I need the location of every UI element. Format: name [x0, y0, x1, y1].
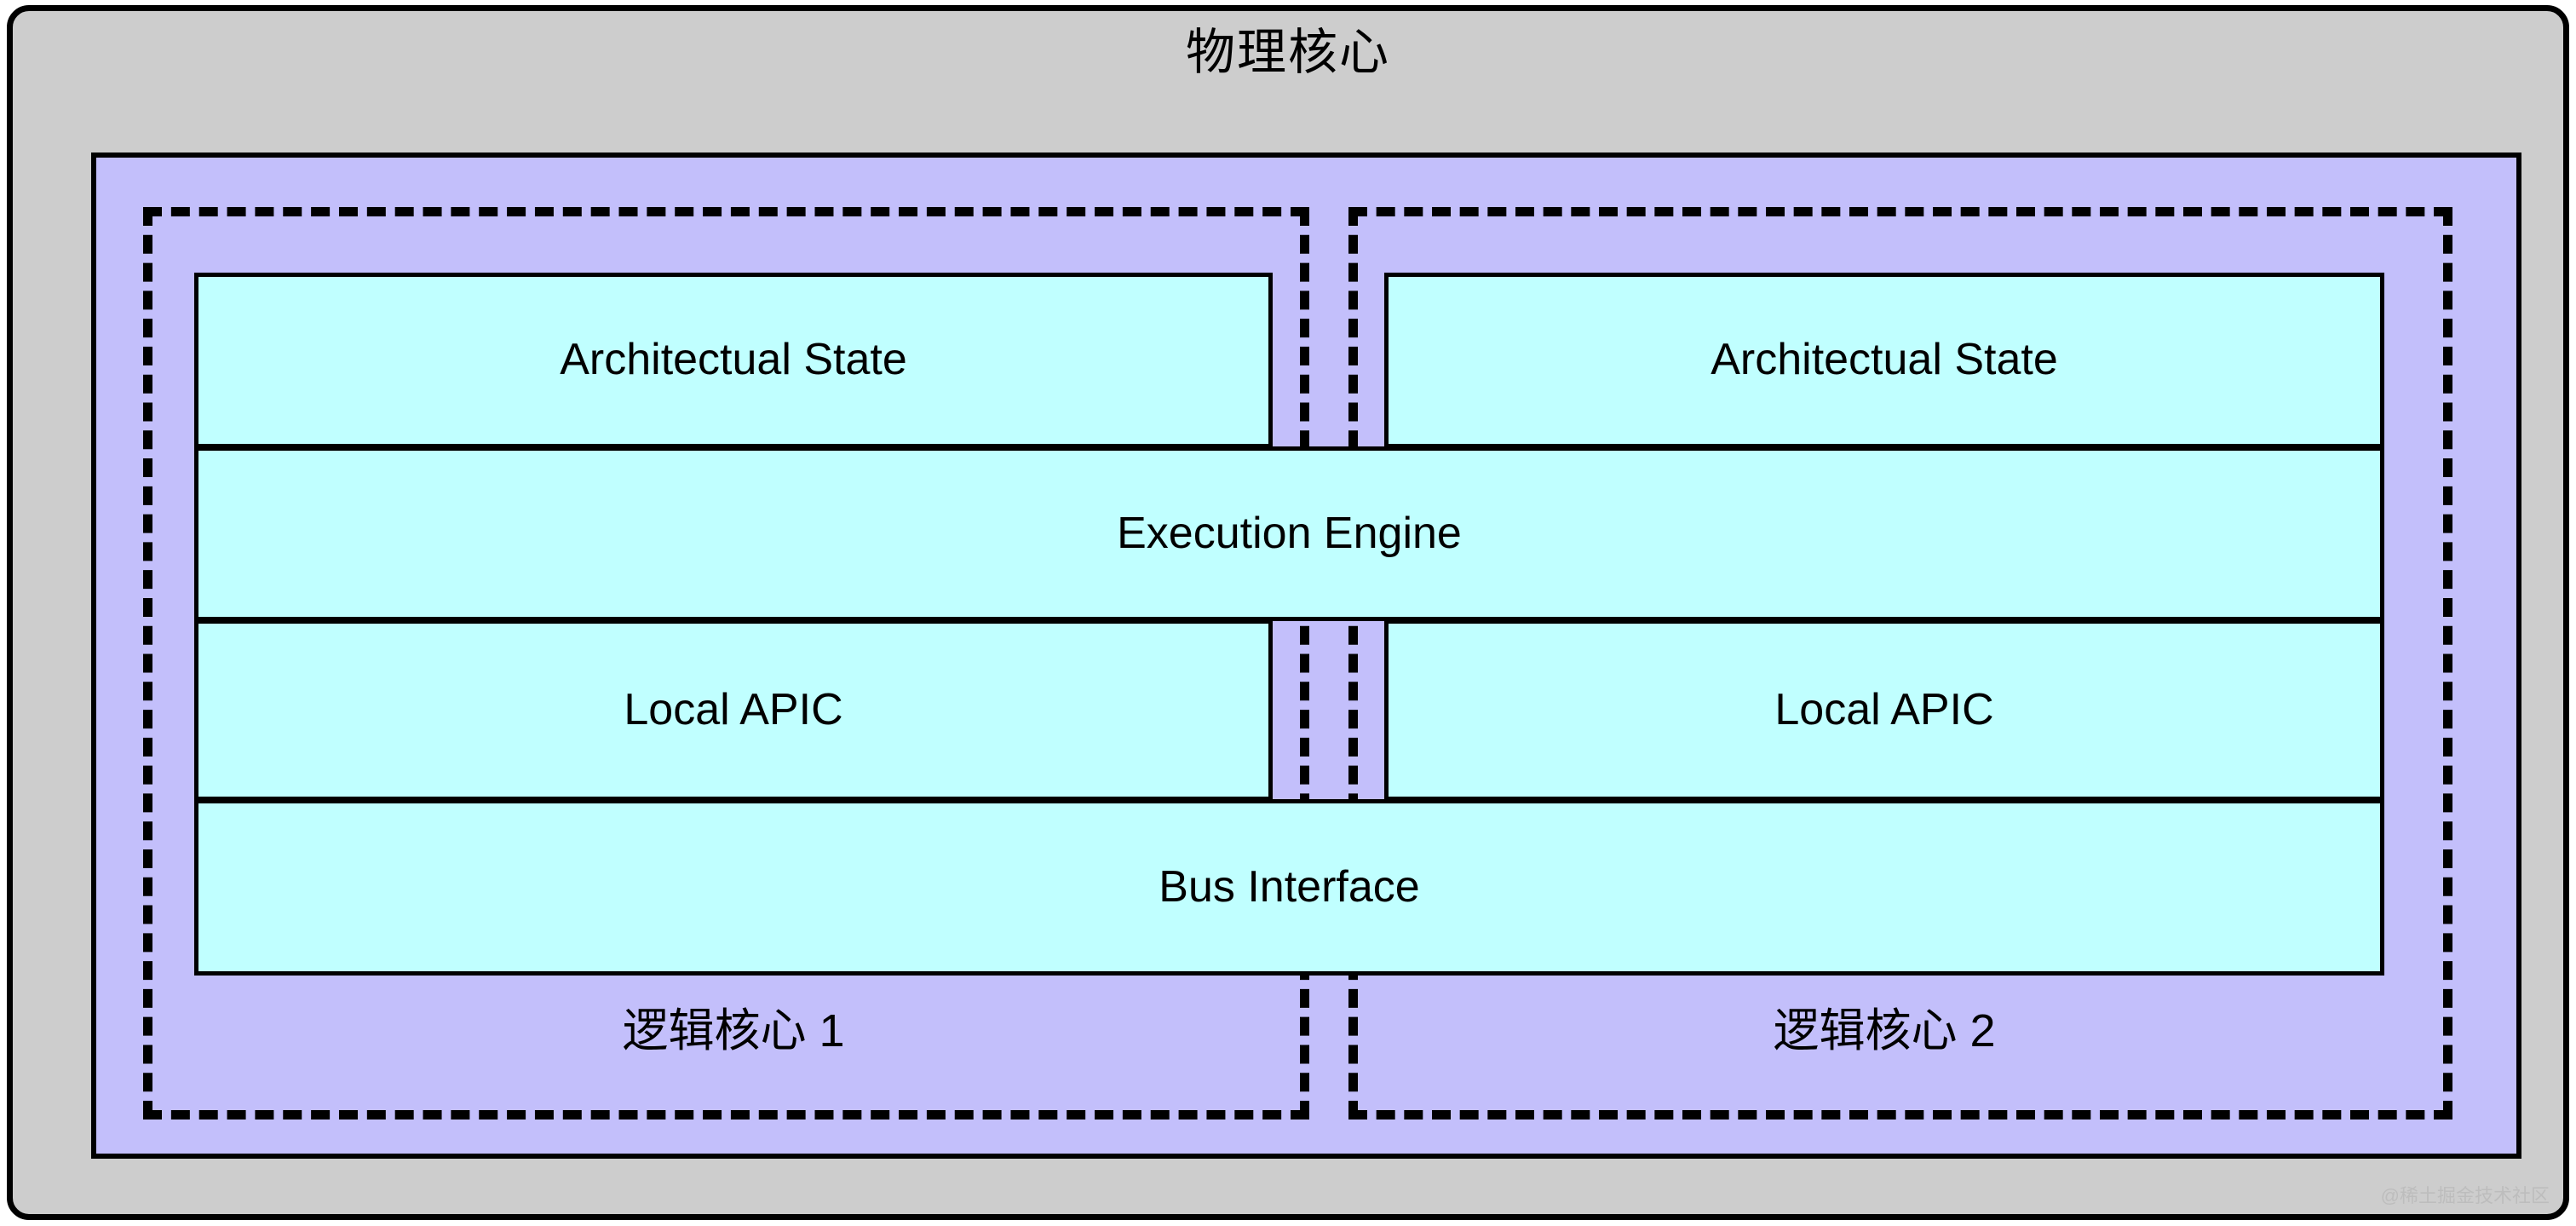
logical-core-1-boundary [143, 207, 1309, 1120]
physical-core-title: 物理核心 [1185, 25, 1390, 80]
watermark-label: @稀土掘金技术社区 [2380, 1185, 2550, 1206]
architectural-state-block-2: Architectual State [1384, 273, 2384, 448]
bus-interface-label: Bus Interface [1159, 861, 1420, 912]
physical-core-container: 物理核心 Architectual State Architectual Sta… [7, 5, 2569, 1220]
local-apic-label-1: Local APIC [624, 684, 843, 734]
local-apic-block-1: Local APIC [194, 619, 1273, 801]
architectural-state-block-1: Architectual State [194, 273, 1273, 448]
local-apic-block-2: Local APIC [1384, 619, 2384, 801]
architectural-state-label-1: Architectual State [560, 335, 907, 385]
bus-interface-block: Bus Interface [194, 799, 2384, 976]
logical-core-2-caption: 逻辑核心 2 [1773, 1005, 1996, 1056]
local-apic-label-2: Local APIC [1774, 684, 1994, 734]
execution-engine-label: Execution Engine [1117, 508, 1462, 558]
execution-engine-block: Execution Engine [194, 446, 2384, 621]
architectural-state-label-2: Architectual State [1711, 335, 2058, 385]
logical-core-1-caption: 逻辑核心 1 [622, 1005, 845, 1056]
logical-core-2-boundary [1348, 207, 2452, 1120]
